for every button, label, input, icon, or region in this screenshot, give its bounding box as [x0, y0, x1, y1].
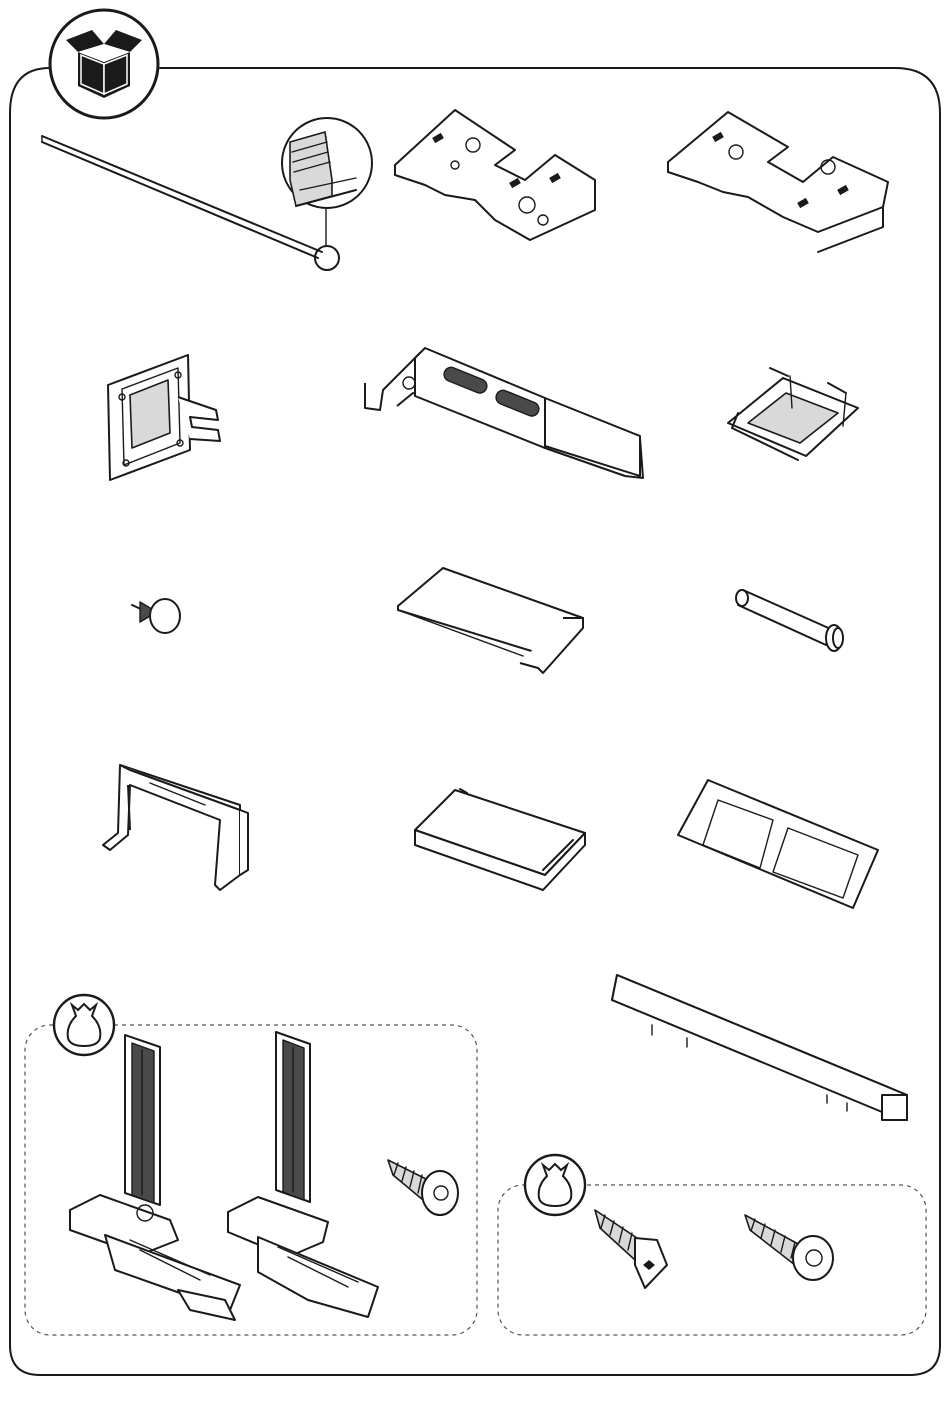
flat-plate-icon — [398, 568, 583, 673]
adhesive-pads-icon — [678, 780, 878, 908]
package-box-icon — [50, 10, 158, 118]
screw-icon — [388, 1160, 458, 1215]
screw-icon — [595, 1210, 667, 1288]
dowel-pin-icon — [736, 590, 843, 651]
square-bracket-icon — [108, 355, 220, 480]
u-frame-bracket-icon — [103, 765, 248, 890]
parts-bag-icon — [54, 995, 114, 1055]
clip-frame-icon — [728, 368, 858, 460]
height-adjuster-icon — [70, 1035, 240, 1320]
screw-icon — [745, 1215, 833, 1280]
cover-bar-icon — [612, 975, 907, 1120]
slotted-rail-icon — [365, 348, 643, 478]
parts-bag-icon — [525, 1155, 585, 1215]
trim-strip-icon — [42, 118, 372, 270]
hinge-plate-icon — [668, 112, 888, 252]
pad-block-icon — [415, 789, 585, 890]
hinge-plate-icon — [395, 110, 595, 240]
pin-nail-icon — [132, 599, 180, 633]
height-adjuster-icon — [228, 1032, 378, 1317]
